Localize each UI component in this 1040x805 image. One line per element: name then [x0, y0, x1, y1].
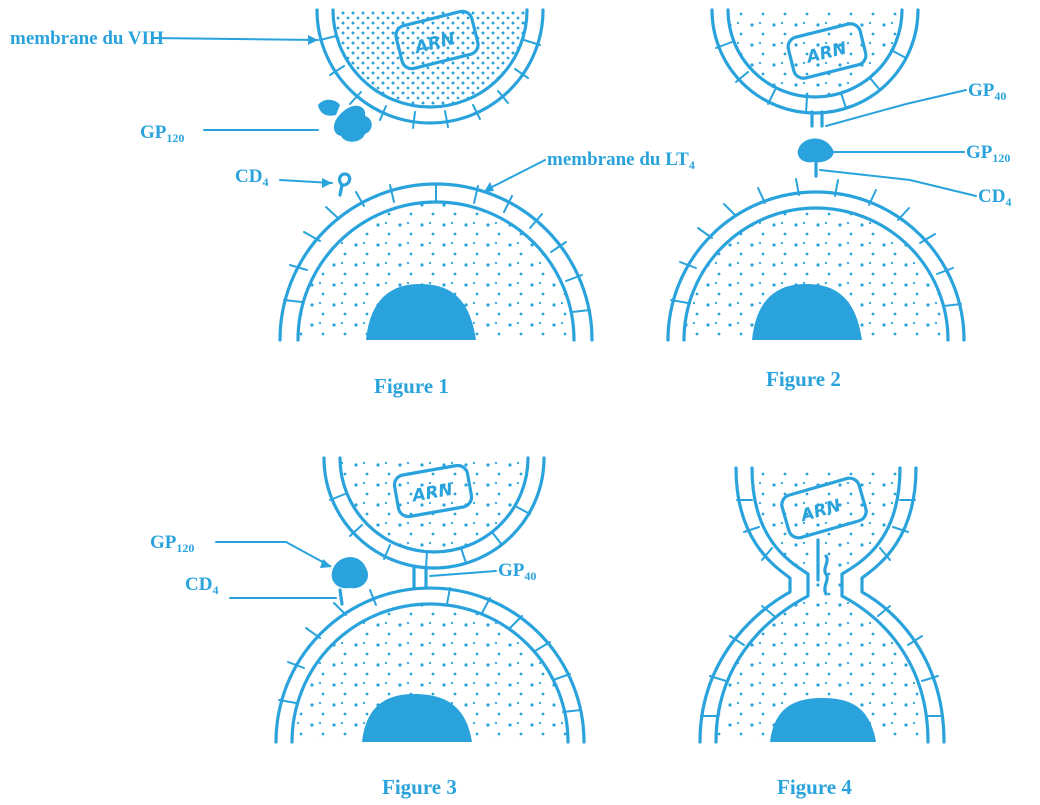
caption-figure-2: Figure 2	[766, 367, 841, 391]
gp120-protein	[334, 106, 372, 142]
caption-figure-4: Figure 4	[777, 775, 852, 799]
gp120-fig3	[332, 557, 368, 588]
caption-figure-3: Figure 3	[382, 775, 457, 799]
figure-3: ARN GP120 C	[150, 458, 584, 799]
t-cell-fig1	[280, 184, 592, 340]
label-vih-membrane: membrane du VIH	[10, 28, 164, 49]
label-gp120-fig3: GP120	[150, 532, 194, 555]
virus-particle-fig3: ARN	[324, 458, 544, 568]
cd4-receptor	[340, 174, 350, 195]
label-gp40-fig3: GP40	[498, 560, 536, 583]
caption-figure-1: Figure 1	[374, 374, 449, 398]
t-cell-fig3	[276, 588, 584, 742]
label-gp40-fig2: GP40	[968, 80, 1006, 103]
label-lt4-membrane: membrane du LT4	[547, 149, 695, 172]
virus-particle-fig2: ARN	[712, 10, 918, 113]
gp120-fig2	[798, 138, 834, 162]
figure-2: ARN GP40	[668, 10, 1011, 391]
label-cd4-fig2: CD4	[978, 186, 1011, 209]
label-cd4-fig3: CD4	[185, 574, 218, 597]
t-cell-fig2	[668, 179, 964, 340]
figure-1: ARN membrane du VIH GP120 CD4	[10, 9, 695, 398]
figure-4: ARN Figure 4	[700, 468, 944, 799]
label-cd4-fig1: CD4	[235, 166, 268, 189]
virus-particle: ARN	[317, 9, 543, 142]
label-gp120-fig2: GP120	[966, 142, 1010, 165]
label-gp120-fig1: GP120	[140, 122, 184, 145]
